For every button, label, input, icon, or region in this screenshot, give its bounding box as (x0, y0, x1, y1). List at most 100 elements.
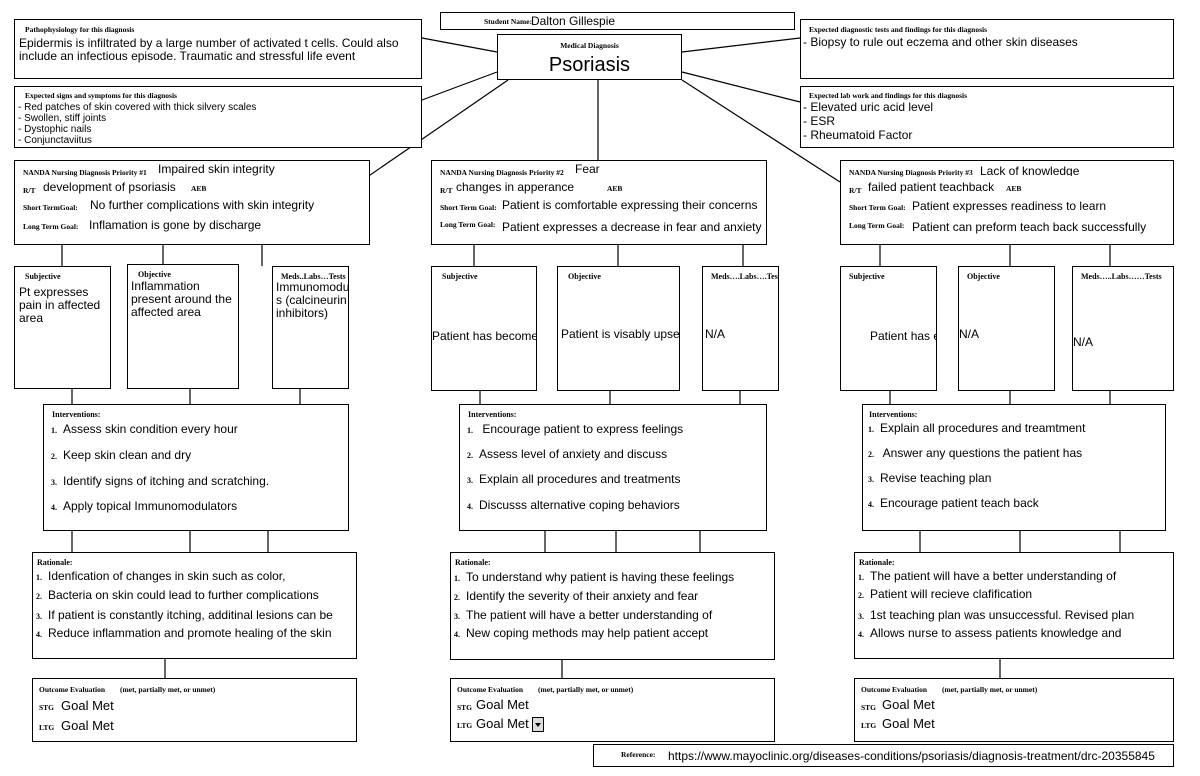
intervention-item[interactable]: Identify signs of itching and scratching… (63, 474, 270, 488)
objective-text[interactable]: Patient is visably upset (561, 327, 680, 341)
subjective-label: Subjective (849, 272, 885, 281)
ltg-result[interactable]: Goal Met (882, 716, 935, 731)
reference-label: Reference: (621, 750, 656, 759)
diagnostic-tests-text[interactable]: - Biopsy to rule out eczema and other sk… (803, 35, 1078, 49)
pathophysiology-text-2[interactable]: include an infectious episode. Traumatic… (19, 49, 356, 63)
intervention-item[interactable]: Explain all procedures and treatments (479, 472, 681, 486)
intervention-item[interactable]: Explain all procedures and treamtment (880, 421, 1086, 435)
subjective-text[interactable]: pain in affected (19, 298, 101, 312)
stg-value[interactable]: No further complications with skin integ… (90, 198, 315, 212)
pathophysiology-label: Pathophysiology for this diagnosis (25, 25, 135, 34)
student-name-field[interactable]: Dalton Gillespie (531, 14, 616, 28)
meds-text[interactable]: N/A (1073, 335, 1094, 349)
rt-value[interactable]: changes in apperance (456, 180, 575, 194)
priority-value[interactable]: Lack of knowledge (980, 164, 1080, 176)
objective-text[interactable]: affected area (131, 305, 201, 319)
signs-item[interactable]: - Red patches of skin covered with thick… (18, 102, 257, 113)
ltg-label: Long Term Goal: (440, 220, 496, 229)
meds-text[interactable]: inhibitors) (276, 306, 329, 320)
objective-text[interactable]: N/A (959, 327, 980, 341)
stg-result[interactable]: Goal Met (882, 697, 935, 712)
item-number: 1. (454, 574, 460, 583)
rationale-item[interactable]: New coping methods may help patient acce… (466, 626, 709, 640)
item-number: 1. (868, 425, 874, 434)
nanda-priority-2-box: NANDA Nursing Diagnosis Priority #2 Fear… (431, 160, 767, 245)
lab-work-item[interactable]: - Rheumatoid Factor (803, 128, 913, 142)
intervention-item[interactable]: Answer any questions the patient has (880, 446, 1083, 460)
pathophysiology-text-1[interactable]: Epidermis is infiltrated by a large numb… (19, 36, 399, 50)
reference-url[interactable]: https://www.mayoclinic.org/diseases-cond… (668, 749, 1155, 763)
student-name-box: Student Name: Dalton Gillespie (440, 12, 795, 30)
rationale-box-2: Rationale: 1.To understand why patient i… (450, 552, 775, 660)
outcome-hint: (met, partially met, or unmet) (538, 685, 634, 694)
stg-value[interactable]: Patient is comfortable expressing their … (502, 198, 758, 212)
intervention-item[interactable]: Revise teaching plan (880, 471, 992, 485)
item-number: 1. (51, 426, 57, 435)
item-number: 1. (467, 426, 473, 435)
rationale-item[interactable]: Idenfication of changes in skin such as … (48, 569, 286, 583)
item-number: 4. (858, 630, 864, 639)
subjective-text[interactable]: Patient has become (432, 329, 537, 343)
meds-text[interactable]: Immunomodulator (276, 280, 349, 294)
interventions-box-1: Interventions: 1.Assess skin condition e… (43, 404, 349, 531)
outcome-label: Outcome Evaluation (39, 685, 106, 694)
rationale-item[interactable]: Reduce inflammation and promote healing … (48, 626, 332, 640)
objective-text[interactable]: Inflammation (131, 279, 200, 293)
objective-box-1: Objective Inflammation present around th… (127, 264, 239, 389)
rationale-item[interactable]: 1st teaching plan was unsuccessful. Revi… (870, 608, 1135, 622)
interventions-box-2: Interventions: 1. Encourage patient to e… (459, 404, 767, 531)
lab-work-item[interactable]: - ESR (803, 114, 836, 128)
rationale-item[interactable]: To understand why patient is having thes… (466, 570, 735, 584)
objective-label: Objective (568, 272, 601, 281)
outcome-box-2: Outcome Evaluation (met, partially met, … (450, 678, 775, 742)
dropdown-arrow-icon[interactable] (532, 717, 544, 732)
intervention-item[interactable]: Discusss alternative coping behaviors (479, 498, 680, 512)
signs-item[interactable]: - Dystophic nails (18, 124, 92, 135)
rationale-item[interactable]: Allows nurse to assess patients knowledg… (870, 626, 1122, 640)
rt-value[interactable]: development of psoriasis (43, 180, 176, 194)
ltg-result[interactable]: Goal Met (476, 716, 529, 731)
rt-value[interactable]: failed patient teachback (868, 180, 995, 194)
rationale-item[interactable]: If patient is constantly itching, additi… (48, 608, 333, 622)
item-number: 2. (36, 592, 42, 601)
objective-text[interactable]: present around the (131, 292, 232, 306)
ltg-result[interactable]: Goal Met (61, 718, 114, 733)
intervention-item[interactable]: Apply topical Immunomodulators (63, 499, 238, 513)
ltg-value[interactable]: Inflamation is gone by discharge (89, 218, 262, 232)
rationale-box-1: Rationale: 1.Idenfication of changes in … (32, 552, 357, 659)
intervention-item[interactable]: Assess skin condition every hour (63, 422, 238, 436)
stg-result[interactable]: Goal Met (61, 698, 114, 713)
priority-value[interactable]: Fear (575, 162, 600, 176)
ltg-value[interactable]: Patient expresses a decrease in fear and… (502, 220, 762, 234)
subjective-text[interactable]: area (19, 311, 44, 325)
item-number: 2. (51, 452, 57, 461)
medical-diagnosis-value[interactable]: Psoriasis (548, 54, 631, 76)
priority-value[interactable]: Impaired skin integrity (158, 162, 275, 176)
subjective-text[interactable]: Patient has e (870, 329, 937, 343)
subjective-label: Subjective (25, 272, 61, 281)
signs-item[interactable]: - Swollen, stiff joints (18, 113, 107, 124)
aeb-label: AEB (1006, 184, 1022, 193)
intervention-item[interactable]: Encourage patient to express feelings (479, 422, 684, 436)
intervention-item[interactable]: Assess level of anxiety and discuss (479, 447, 668, 461)
rationale-item[interactable]: Identify the severity of their anxiety a… (466, 589, 699, 603)
meds-box-1: Meds..Labs…Tests Immunomodulator s (calc… (272, 266, 349, 389)
rationale-item[interactable]: The patient will have a better understan… (870, 569, 1117, 583)
lab-work-item[interactable]: - Elevated uric acid level (803, 100, 934, 114)
ltg-result-label: LTG (457, 721, 473, 730)
stg-value[interactable]: Patient expresses readiness to learn (912, 199, 1107, 213)
rationale-item[interactable]: The patient will have a better understan… (466, 608, 713, 622)
intervention-item[interactable]: Encourage patient teach back (880, 496, 1039, 510)
objective-label: Objective (967, 272, 1000, 281)
item-number: 2. (868, 450, 874, 459)
ltg-value[interactable]: Patient can preform teach back successfu… (912, 220, 1147, 234)
stg-result[interactable]: Goal Met (476, 697, 529, 712)
rationale-item[interactable]: Bacteria on skin could lead to further c… (48, 588, 319, 602)
rationale-item[interactable]: Patient will recieve clafification (870, 587, 1033, 601)
signs-item[interactable]: - Conjunctaviitus (18, 135, 92, 146)
diagnostic-tests-label: Expected diagnostic tests and findings f… (809, 25, 988, 34)
subjective-text[interactable]: Pt expresses (19, 285, 89, 299)
meds-text[interactable]: N/A (705, 327, 726, 341)
meds-text[interactable]: s (calcineurin (276, 293, 347, 307)
intervention-item[interactable]: Keep skin clean and dry (63, 448, 192, 462)
